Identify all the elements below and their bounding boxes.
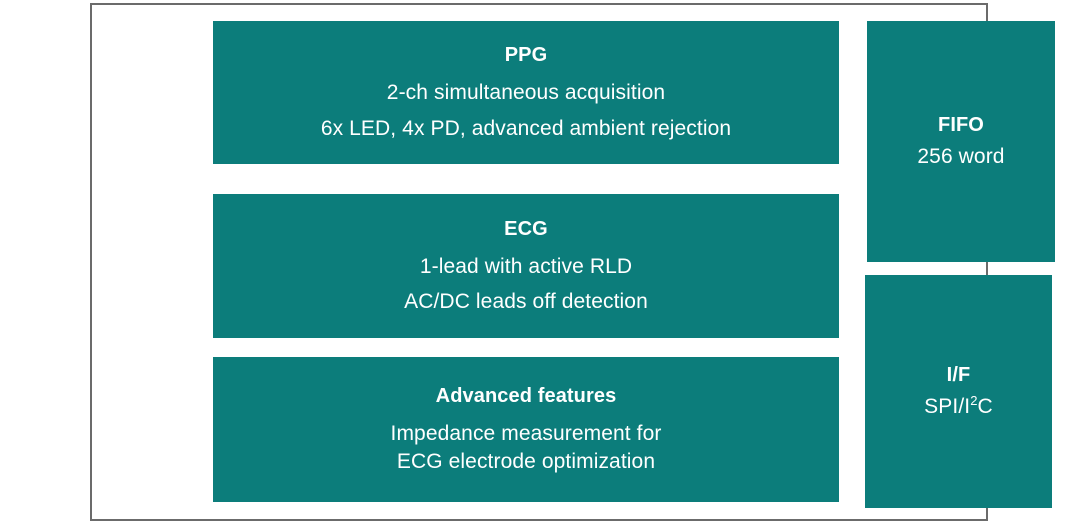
block-fifo-line-1: 256 word bbox=[917, 144, 1005, 168]
block-interface-line-1: SPI/I2C bbox=[924, 393, 993, 420]
block-ppg-title: PPG bbox=[504, 44, 548, 67]
block-ecg-title: ECG bbox=[504, 217, 548, 240]
block-ppg-line-2: 6x LED, 4x PD, advanced ambient rejectio… bbox=[320, 116, 732, 140]
block-interface-title: I/F bbox=[946, 363, 971, 386]
diagram-frame: PPG 2-ch simultaneous acquisition 6x LED… bbox=[90, 3, 1055, 521]
block-interface[interactable]: I/F SPI/I2C bbox=[865, 275, 1052, 508]
block-ecg-line-1: 1-lead with active RLD bbox=[419, 254, 633, 278]
block-advanced-features-line-1: Impedance measurement for bbox=[390, 421, 662, 445]
block-interface-line-superscript: 2 bbox=[970, 392, 978, 408]
block-interface-line-suffix: C bbox=[977, 394, 993, 418]
block-ecg[interactable]: ECG 1-lead with active RLD AC/DC leads o… bbox=[213, 194, 839, 338]
block-ppg-line-1: 2-ch simultaneous acquisition bbox=[386, 81, 666, 105]
block-advanced-features-line-2: ECG electrode optimization bbox=[396, 449, 656, 473]
block-ecg-line-2: AC/DC leads off detection bbox=[404, 290, 648, 313]
block-advanced-features-lines: Impedance measurement for ECG electrode … bbox=[391, 420, 662, 475]
block-advanced-features[interactable]: Advanced features Impedance measurement … bbox=[213, 357, 839, 502]
block-advanced-features-title: Advanced features bbox=[435, 384, 617, 407]
block-ppg[interactable]: PPG 2-ch simultaneous acquisition 6x LED… bbox=[213, 21, 839, 164]
block-fifo-title: FIFO bbox=[938, 113, 984, 136]
block-interface-line-prefix: SPI/I bbox=[924, 394, 971, 418]
block-fifo[interactable]: FIFO 256 word bbox=[867, 21, 1055, 262]
